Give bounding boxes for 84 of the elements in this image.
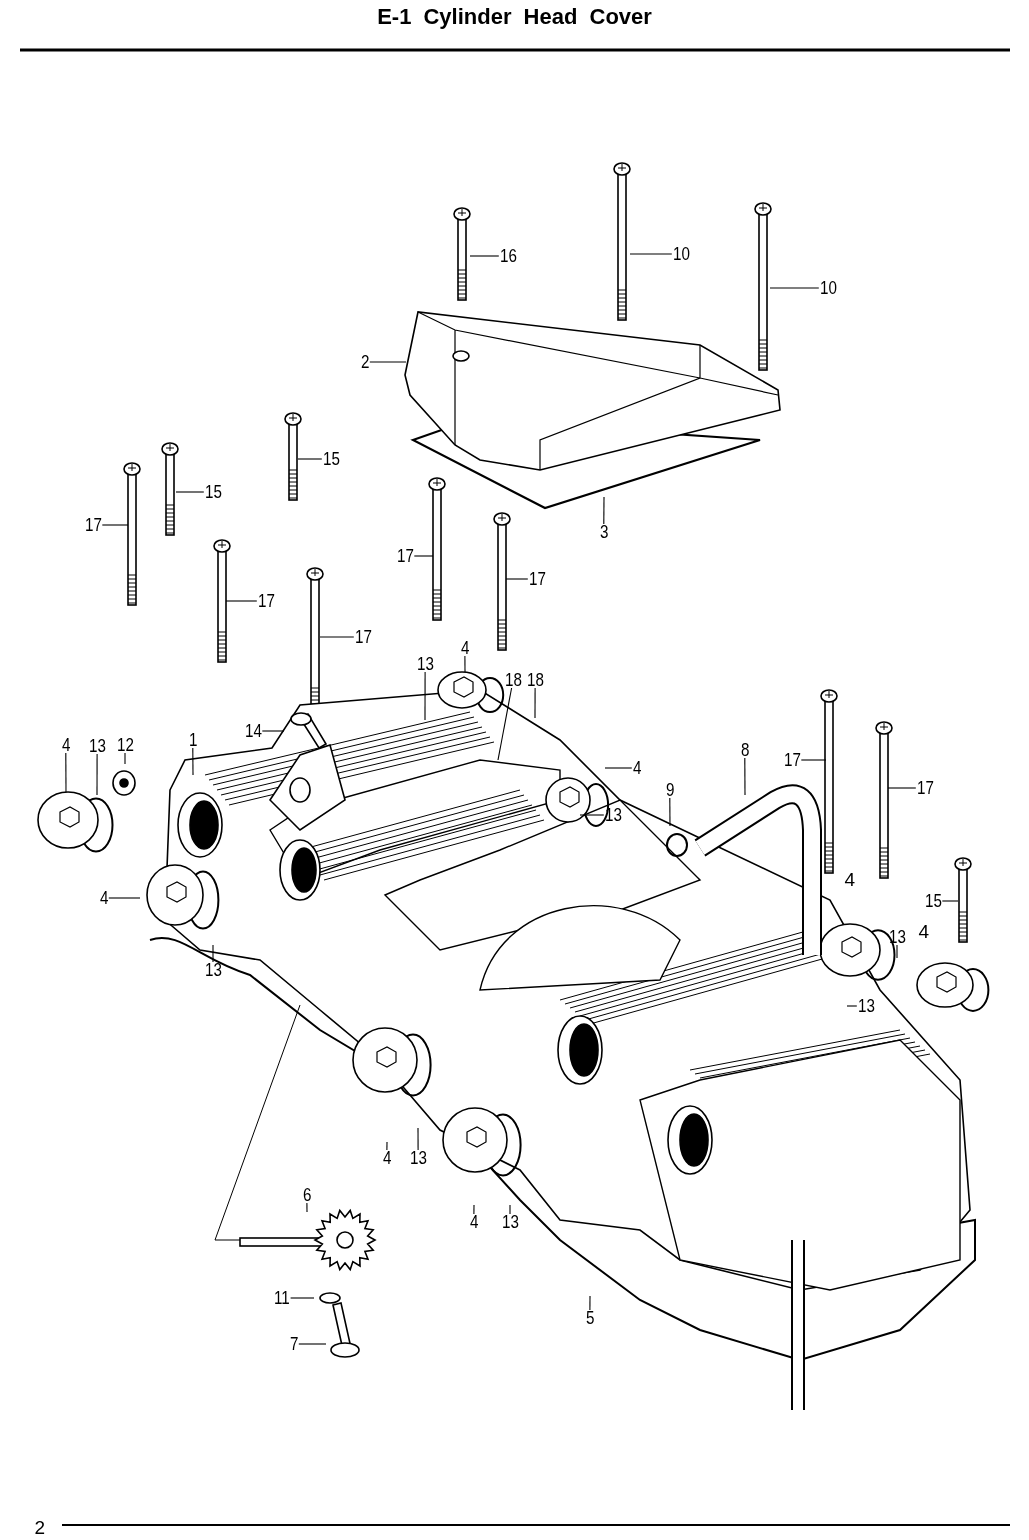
leader-line bbox=[534, 687, 536, 719]
leader-line bbox=[290, 1297, 315, 1299]
callout-number: 4 bbox=[631, 758, 642, 778]
callout-number: 3 bbox=[598, 522, 609, 542]
callout-number: 4 bbox=[381, 1148, 392, 1168]
leader-line bbox=[800, 759, 827, 761]
leader-line bbox=[505, 578, 529, 580]
leader-line bbox=[225, 600, 258, 602]
leader-line bbox=[473, 1204, 475, 1215]
callout-number: 13 bbox=[203, 960, 223, 980]
callout-number: 17 bbox=[256, 591, 276, 611]
callout-number: 17 bbox=[395, 546, 415, 566]
callout-number: 18 bbox=[503, 670, 523, 690]
leader-line bbox=[603, 496, 605, 525]
leader-line bbox=[604, 767, 633, 769]
callout-number: 6 bbox=[301, 1185, 312, 1205]
leader-line bbox=[319, 636, 355, 638]
callout-number: 11 bbox=[273, 1288, 291, 1308]
callout-number: 15 bbox=[321, 449, 341, 469]
leader-line bbox=[669, 797, 671, 827]
leader-line bbox=[887, 787, 917, 789]
leader-line bbox=[65, 752, 67, 793]
leader-line bbox=[306, 1202, 308, 1213]
leader-line bbox=[298, 1343, 327, 1345]
leader-line bbox=[464, 655, 466, 673]
leader-line bbox=[261, 730, 285, 732]
leader-line bbox=[769, 287, 820, 289]
callout-number: 18 bbox=[525, 670, 545, 690]
leader-line bbox=[629, 253, 673, 255]
leader-line bbox=[413, 555, 434, 557]
leader-line bbox=[101, 524, 129, 526]
callout-number: 14 bbox=[243, 721, 263, 741]
leader-line bbox=[424, 671, 426, 721]
callout-number: 4 bbox=[98, 888, 109, 908]
callout-number: 4 bbox=[844, 870, 856, 890]
callout-number: 1 bbox=[187, 730, 198, 750]
callout-number: 13 bbox=[415, 654, 435, 674]
callout-number: 13 bbox=[887, 927, 907, 947]
leader-line bbox=[589, 1295, 591, 1311]
callout-number: 15 bbox=[203, 482, 223, 502]
leader-line bbox=[369, 361, 407, 363]
callout-number: 4 bbox=[918, 922, 930, 942]
leader-line bbox=[497, 687, 513, 761]
callout-number: 10 bbox=[671, 244, 691, 264]
leader-line bbox=[744, 757, 746, 796]
callout-number: 10 bbox=[818, 278, 838, 298]
page-number: 2 bbox=[34, 1518, 46, 1538]
callout-number: 15 bbox=[923, 891, 943, 911]
callout-number: 13 bbox=[408, 1148, 428, 1168]
leader-line bbox=[175, 491, 205, 493]
leader-line bbox=[417, 1127, 419, 1151]
callout-number: 13 bbox=[603, 805, 623, 825]
callout-number: 8 bbox=[739, 740, 750, 760]
leader-line bbox=[846, 1005, 858, 1007]
leader-line bbox=[124, 752, 126, 765]
callout-number: 9 bbox=[664, 780, 675, 800]
callout-number: 13 bbox=[87, 736, 107, 756]
leader-line bbox=[386, 1141, 388, 1151]
callout-number: 16 bbox=[498, 246, 518, 266]
leader-line bbox=[469, 255, 500, 257]
callout-number: 17 bbox=[353, 627, 373, 647]
callout-number: 17 bbox=[527, 569, 547, 589]
callout-number: 13 bbox=[856, 996, 876, 1016]
leader-line bbox=[192, 747, 194, 776]
callout-number: 12 bbox=[115, 735, 135, 755]
callout-number: 4 bbox=[459, 638, 470, 658]
callout-number: 4 bbox=[60, 735, 71, 755]
callout-number: 4 bbox=[468, 1212, 479, 1232]
page-title: E-1 Cylinder Head Cover bbox=[376, 4, 653, 30]
callout-number: 17 bbox=[83, 515, 103, 535]
callout-number: 2 bbox=[359, 352, 370, 372]
callout-number: 17 bbox=[915, 778, 935, 798]
leader-line bbox=[941, 900, 959, 902]
leader-line bbox=[509, 1204, 511, 1215]
leader-line bbox=[108, 897, 141, 899]
leader-line bbox=[896, 944, 898, 959]
leader-line bbox=[212, 944, 214, 963]
callout-number: 13 bbox=[500, 1212, 520, 1232]
leader-line bbox=[297, 458, 323, 460]
callout-number: 5 bbox=[584, 1308, 595, 1328]
leader-line bbox=[579, 814, 605, 816]
callout-number: 17 bbox=[782, 750, 802, 770]
callout-number: 7 bbox=[288, 1334, 299, 1354]
leader-line bbox=[96, 753, 98, 796]
